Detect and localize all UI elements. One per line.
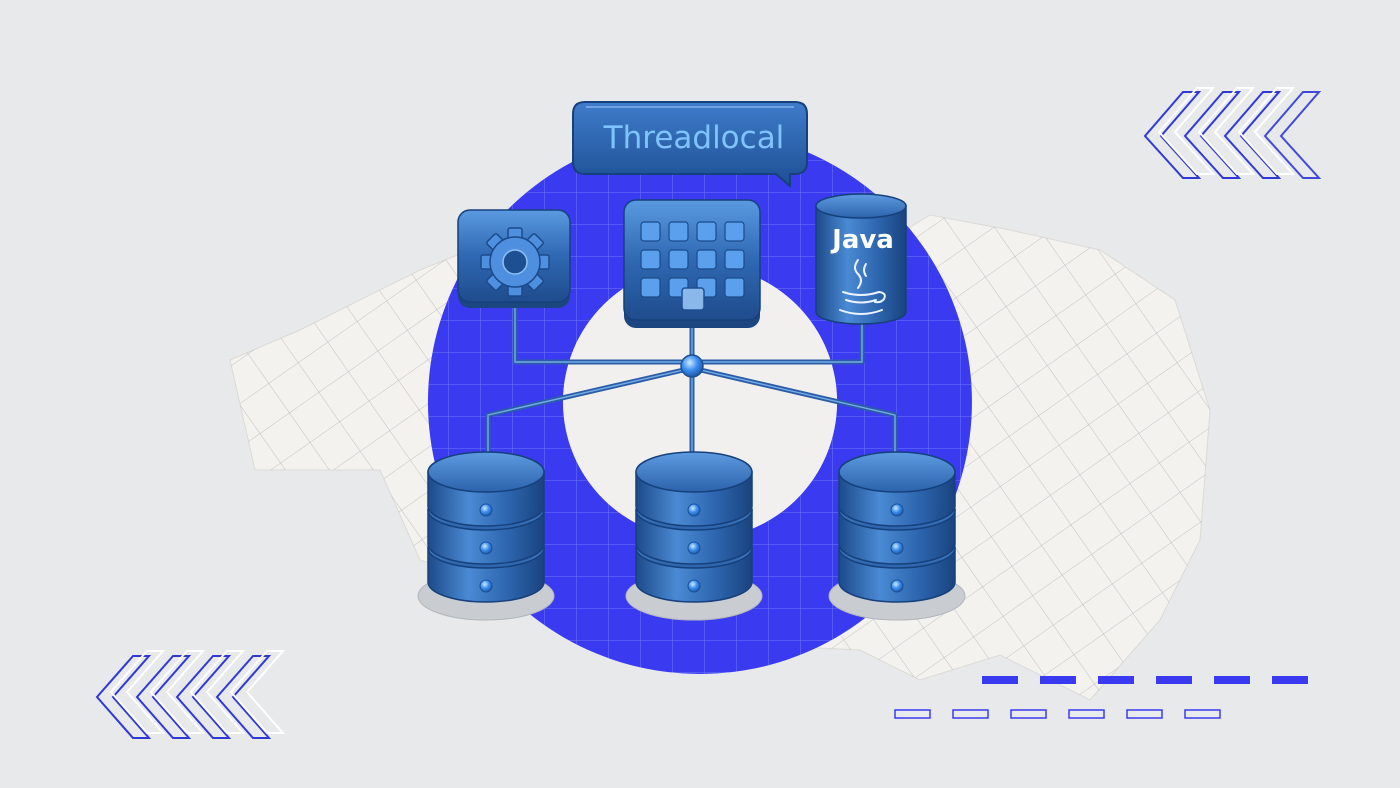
dashes-decoration — [894, 676, 1308, 719]
java-coffee-cup-icon — [839, 259, 886, 315]
grid-cell — [724, 277, 745, 298]
grid-cell — [696, 221, 717, 242]
database-group — [417, 451, 966, 621]
grid-cell — [724, 249, 745, 270]
database-indicator — [687, 503, 701, 517]
database-indicator — [479, 579, 493, 593]
database-indicator — [479, 503, 493, 517]
settings-box — [457, 209, 571, 308]
database-indicator — [687, 579, 701, 593]
bubble-label: Threadlocal — [603, 120, 785, 156]
database-icon — [828, 451, 966, 621]
grid-connector-square — [681, 287, 705, 311]
chevrons-bottom-left — [95, 650, 286, 739]
java-label: Java — [830, 225, 894, 255]
database-icon — [625, 451, 763, 621]
database-icon — [417, 451, 555, 621]
database-indicator — [890, 579, 904, 593]
database-indicator — [687, 541, 701, 555]
threadlocal-bubble: Threadlocal — [572, 101, 808, 189]
database-indicator — [479, 541, 493, 555]
grid-cell — [668, 249, 689, 270]
java-cylinder: Java — [815, 193, 907, 325]
grid-cell — [668, 221, 689, 242]
hub-node — [680, 354, 704, 378]
grid-cell — [696, 249, 717, 270]
grid-cell — [724, 221, 745, 242]
grid-cell — [640, 221, 661, 242]
database-indicator — [890, 503, 904, 517]
grid-app-box — [623, 199, 761, 328]
chevrons-top-right — [1143, 87, 1322, 179]
grid-icon — [640, 221, 745, 298]
gear-icon — [480, 227, 550, 297]
grid-cell — [640, 277, 661, 298]
database-indicator — [890, 541, 904, 555]
grid-cell — [640, 249, 661, 270]
